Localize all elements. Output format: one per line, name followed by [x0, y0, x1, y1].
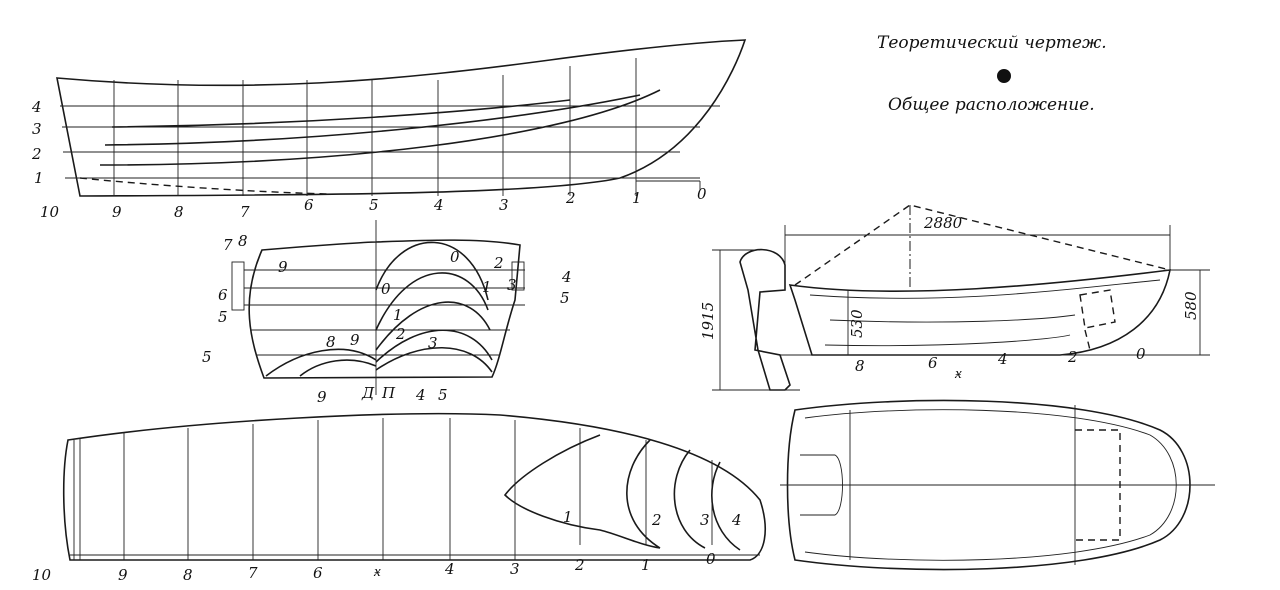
profile-view: 4 3 2 1 10 9 8 7 6 5 4 3 2 1 0: [31, 39, 747, 221]
body-label: 5: [560, 289, 570, 307]
body-plan: 7 8 9 6 5 5 2 4 3 1 5 0 0 1 2 3 8 9 9 Д …: [202, 220, 572, 406]
station-label: 4: [997, 350, 1008, 368]
station-label: 5: [369, 196, 379, 214]
station-label: 1: [632, 189, 642, 207]
body-label: 9: [350, 331, 360, 349]
station-label: 2: [1067, 348, 1078, 366]
body-label: 5: [218, 308, 228, 326]
body-label: 9: [278, 258, 288, 276]
arrangement-side-view: 2880 1915 580 530 8 6 4 2 0 ӿ: [699, 204, 1210, 391]
body-label: 9: [317, 388, 327, 406]
body-label: 2: [395, 325, 406, 343]
arrangement-plan-view: [780, 399, 1215, 571]
body-label: 0: [450, 248, 460, 266]
body-label: 0: [381, 280, 391, 298]
station-label: 3: [510, 560, 520, 578]
body-label: 3: [507, 276, 517, 294]
separator-dot: [997, 69, 1011, 83]
station-label: 8: [174, 203, 184, 221]
body-label: Д: [361, 384, 375, 402]
waterline-label: 4: [31, 98, 42, 116]
station-label: 10: [40, 203, 60, 221]
centerline-symbol: ӿ: [954, 364, 962, 382]
centerline-symbol: ӿ: [373, 562, 381, 580]
body-label: 4: [561, 268, 572, 286]
station-label: 9: [112, 203, 122, 221]
station-label: 10: [32, 566, 52, 584]
transom-height-dimension: 530: [848, 309, 866, 338]
waterline-label: 3: [32, 120, 42, 138]
bow-height-dimension: 580: [1182, 291, 1200, 320]
station-label: 0: [697, 185, 707, 203]
half-breadth-view: 1 2 3 4 10 9 8 7 6 ӿ 4 3 2 1 0: [32, 412, 766, 584]
station-label: 4: [444, 560, 455, 578]
station-label: 8: [183, 566, 193, 584]
station-label: 4: [433, 196, 444, 214]
body-label: 2: [493, 254, 504, 272]
body-label: 8: [238, 232, 248, 250]
body-label: 8: [326, 333, 336, 351]
station-label: 3: [499, 196, 509, 214]
title-general-arrangement: Общее расположение.: [888, 95, 1095, 115]
station-label: 6: [313, 564, 323, 582]
body-label: 3: [428, 334, 438, 352]
body-label: 6: [218, 286, 228, 304]
station-label: 8: [855, 357, 865, 375]
station-label: 6: [304, 196, 314, 214]
body-label: 1: [393, 306, 403, 324]
station-label: 9: [118, 566, 128, 584]
station-label: 2: [565, 189, 576, 207]
station-label: 0: [1136, 345, 1146, 363]
waterline-label: 1: [34, 169, 44, 187]
body-label: 5: [202, 348, 212, 366]
station-label: 6: [928, 354, 938, 372]
station-label: 2: [574, 556, 585, 574]
station-label: 0: [706, 550, 716, 568]
body-label: 5: [438, 386, 448, 404]
half-breadth-label: 1: [563, 508, 573, 526]
body-label: 1: [482, 278, 492, 296]
station-label: 7: [248, 564, 258, 582]
station-label: 1: [641, 556, 651, 574]
half-breadth-label: 2: [651, 511, 662, 529]
overall-height-dimension: 1915: [699, 302, 717, 340]
body-label: 4: [415, 386, 426, 404]
length-dimension: 2880: [923, 214, 963, 232]
body-label: 7: [223, 236, 233, 254]
station-label: 7: [240, 203, 250, 221]
body-label: П: [381, 384, 396, 402]
title-lines-drawing: Теоретический чертеж.: [877, 33, 1107, 53]
waterline-label: 2: [31, 145, 42, 163]
half-breadth-label: 4: [731, 511, 742, 529]
half-breadth-label: 3: [700, 511, 710, 529]
